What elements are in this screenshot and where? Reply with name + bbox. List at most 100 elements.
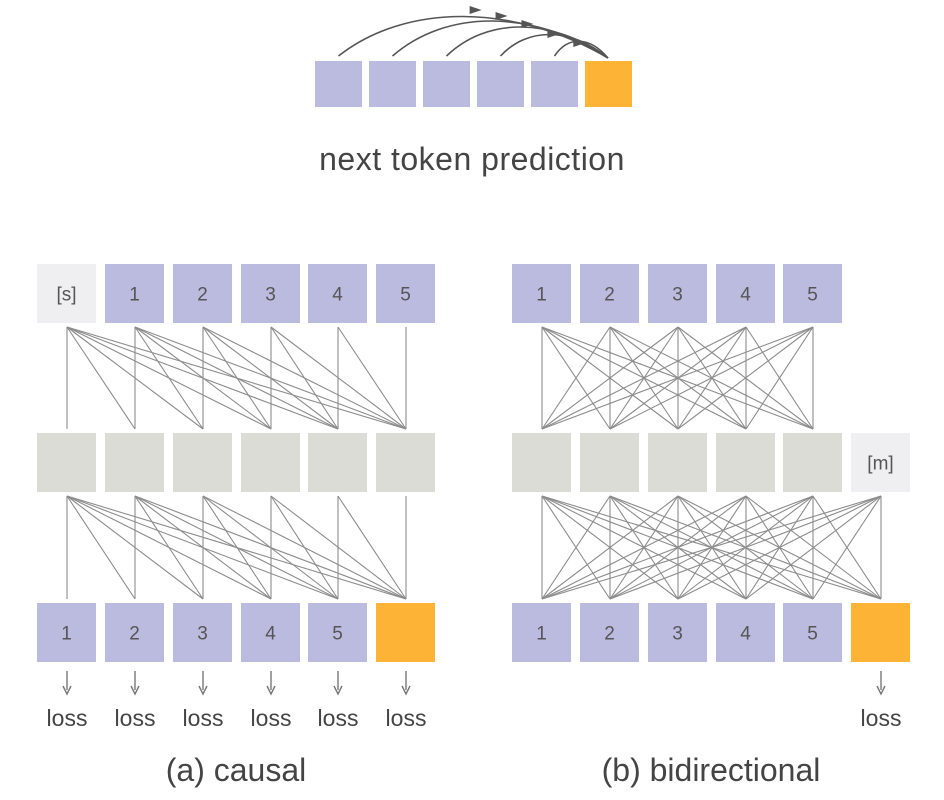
bidirectional-caption: (b) bidirectional	[602, 752, 821, 788]
bi-input-2: 2	[580, 264, 639, 323]
causal-upper-edge-4-6	[270, 326, 407, 430]
causal-start-token-rect	[37, 264, 96, 323]
bi-lower-edge-2-1	[541, 495, 611, 600]
bi-lower-edge-6-3	[677, 495, 882, 600]
causal-loss-label-1: loss	[47, 705, 88, 731]
causal-loss-arrowhead-3	[198, 685, 208, 696]
bi-hidden-3-rect	[648, 433, 707, 492]
bi-input-4-rect	[716, 264, 775, 323]
causal-hidden-3	[173, 433, 232, 492]
top-token-4	[477, 61, 524, 107]
causal-output-target-rect	[376, 603, 435, 662]
causal-output-1-rect	[37, 603, 96, 662]
causal-hidden-4	[241, 433, 300, 492]
bi-hidden-1	[512, 433, 571, 492]
bi-output-4-rect	[716, 603, 775, 662]
causal-output-3-rect	[173, 603, 232, 662]
causal-input-3-label: 3	[265, 285, 276, 306]
bi-hidden-4-rect	[716, 433, 775, 492]
prediction-arc-3	[445, 26, 609, 59]
causal-lower-edge-5-6	[337, 495, 407, 600]
bidirectional-loss-row: loss	[861, 671, 901, 731]
bi-output-5-label: 5	[807, 624, 818, 645]
bi-input-5: 5	[783, 264, 842, 323]
prediction-arrowhead-3	[521, 20, 534, 28]
causal-loss-label-6: loss	[386, 705, 427, 731]
causal-start-token: [s]	[37, 264, 96, 323]
top-token-6-rect	[585, 61, 632, 107]
bi-hidden-3	[648, 433, 707, 492]
bi-output-3: 3	[648, 603, 707, 662]
bi-hidden-5-rect	[783, 433, 842, 492]
causal-loss-arrowhead-2	[130, 685, 140, 696]
causal-upper-edge-1-5	[66, 326, 339, 430]
bi-hidden-5	[783, 433, 842, 492]
bi-upper-edge-5-1	[541, 326, 814, 430]
causal-output-5-label: 5	[332, 624, 343, 645]
bi-output-target	[851, 603, 910, 662]
causal-lower-edge-4-6	[270, 495, 407, 600]
bi-input-2-label: 2	[604, 285, 615, 306]
bi-hidden-2	[580, 433, 639, 492]
causal-output-4-label: 4	[265, 624, 276, 645]
causal-output-5: 5	[308, 603, 367, 662]
bi-lower-edge-6-2	[609, 495, 882, 600]
causal-start-token-label: [s]	[56, 285, 76, 306]
bi-input-5-label: 5	[807, 285, 818, 306]
bi-input-4: 4	[716, 264, 775, 323]
causal-hidden-2-rect	[105, 433, 164, 492]
causal-input-4-label: 4	[332, 285, 343, 306]
causal-attention-edges	[66, 326, 407, 600]
top-token-1	[315, 61, 362, 107]
causal-input-1-rect	[105, 264, 164, 323]
causal-output-target	[376, 603, 435, 662]
bi-loss-arrowhead	[876, 685, 886, 696]
causal-input-1: 1	[105, 264, 164, 323]
causal-input-3-rect	[241, 264, 300, 323]
causal-loss-arrowhead-4	[266, 685, 276, 696]
bi-mask-token: [m]	[851, 433, 910, 492]
bi-output-2-label: 2	[604, 624, 615, 645]
causal-output-3-label: 3	[197, 624, 208, 645]
causal-lower-edge-1-5	[66, 495, 339, 600]
causal-output-2: 2	[105, 603, 164, 662]
bi-output-4-label: 4	[740, 624, 751, 645]
bi-output-1-rect	[512, 603, 571, 662]
top-token-3	[423, 61, 470, 107]
causal-loss-label-4: loss	[251, 705, 292, 731]
bi-upper-edge-5-4	[745, 326, 814, 430]
bi-lower-edge-6-4	[745, 495, 882, 600]
top-token-2-rect	[369, 61, 416, 107]
top-token-2	[369, 61, 416, 107]
causal-upper-edge-5-6	[337, 326, 407, 430]
bi-input-1-label: 1	[536, 285, 547, 306]
next-token-group: next token prediction	[315, 6, 632, 177]
bi-input-3: 3	[648, 264, 707, 323]
causal-output-2-rect	[105, 603, 164, 662]
causal-hidden-1-rect	[37, 433, 96, 492]
causal-output-3: 3	[173, 603, 232, 662]
bi-input-4-label: 4	[740, 285, 751, 306]
causal-input-2-rect	[173, 264, 232, 323]
prediction-arrowhead-5	[573, 39, 586, 47]
causal-hidden-3-rect	[173, 433, 232, 492]
bi-hidden-4	[716, 433, 775, 492]
causal-hidden-5-rect	[308, 433, 367, 492]
causal-input-4-rect	[308, 264, 367, 323]
causal-loss-label-3: loss	[183, 705, 224, 731]
bi-output-5: 5	[783, 603, 842, 662]
causal-input-2: 2	[173, 264, 232, 323]
causal-input-5-label: 5	[400, 285, 411, 306]
causal-input-5-rect	[376, 264, 435, 323]
bi-input-2-rect	[580, 264, 639, 323]
bidirectional-attention-edges	[541, 326, 882, 600]
bi-hidden-1-rect	[512, 433, 571, 492]
bi-output-2: 2	[580, 603, 639, 662]
bi-input-3-rect	[648, 264, 707, 323]
prediction-arrowhead-1	[469, 6, 482, 14]
top-token-6	[585, 61, 632, 107]
bi-lower-edge-4-1	[541, 495, 747, 600]
